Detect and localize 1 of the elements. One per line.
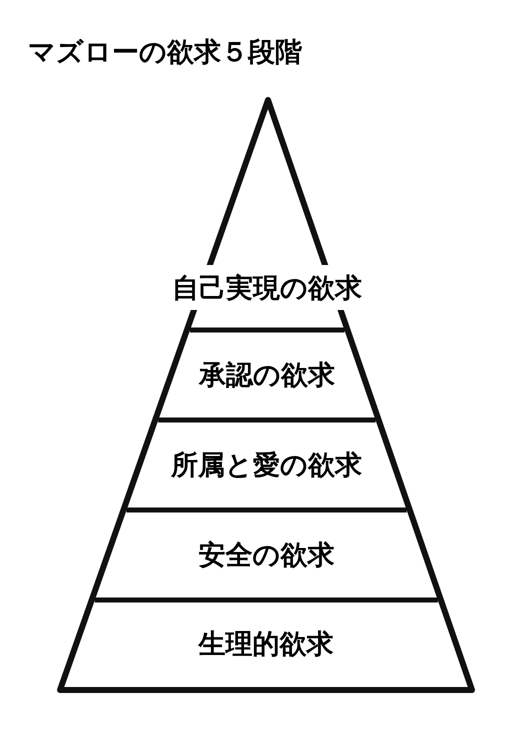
title: マズローの欲求５段階 (28, 36, 302, 70)
